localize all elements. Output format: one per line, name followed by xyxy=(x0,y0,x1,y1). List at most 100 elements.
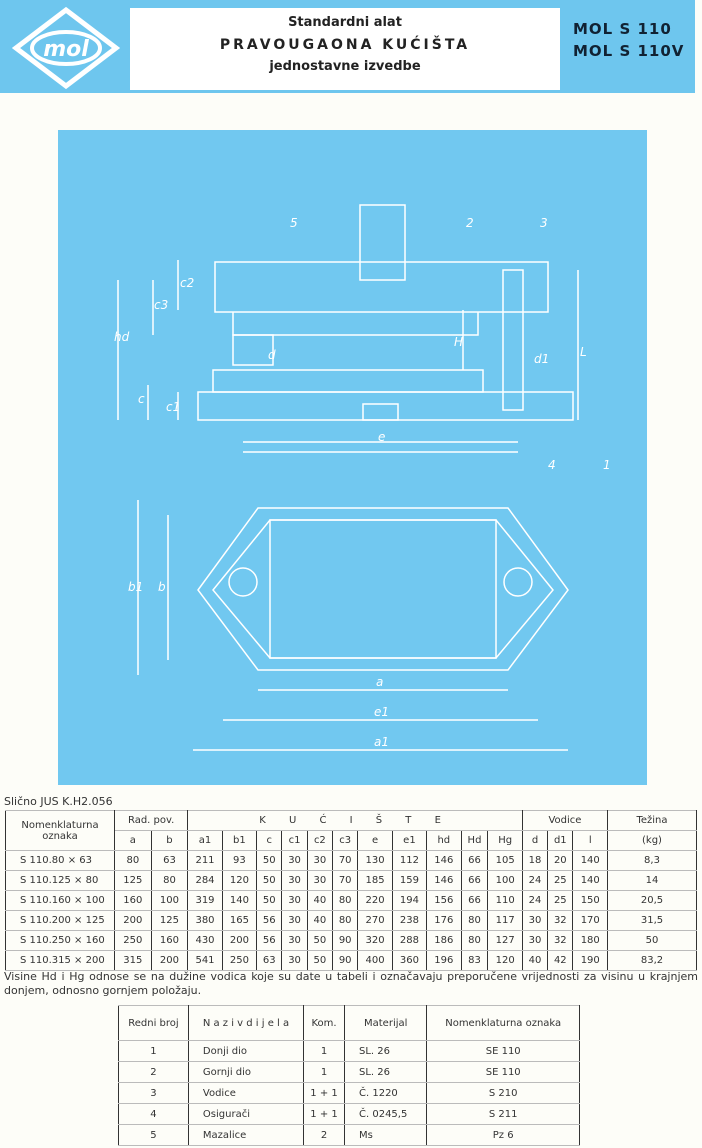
table-cell: 50 xyxy=(256,870,283,891)
parts-cell: SE 110 xyxy=(426,1040,580,1062)
table-cell: 40 xyxy=(306,910,334,931)
table-cell: 56 xyxy=(256,910,283,931)
table-cell: 176 xyxy=(426,910,462,931)
table-cell: 50 xyxy=(306,950,334,971)
table-cell: 156 xyxy=(426,890,462,911)
subheader-12: Hg xyxy=(487,830,523,851)
table-cell: 185 xyxy=(357,870,393,891)
title-line1: Standardni alat xyxy=(288,15,402,30)
table-cell: 110 xyxy=(487,890,523,911)
table-cell: 25 xyxy=(547,870,574,891)
product-codes: MOL S 110 MOL S 110V xyxy=(573,18,684,62)
label-part-3: 3 xyxy=(540,216,548,230)
technical-drawing: 5 2 3 4 1 c3 c2 hd c c1 H L d d1 e b1 b … xyxy=(58,130,647,785)
label-c: c xyxy=(138,392,145,406)
mol-logo: mol xyxy=(12,6,120,90)
parts-cell: SL. 26 xyxy=(343,1040,428,1062)
table-cell: 80 xyxy=(114,850,152,871)
title-line3: jednostavne izvedbe xyxy=(269,59,421,74)
table-cell: 400 xyxy=(357,950,393,971)
subheader-5: c1 xyxy=(281,830,308,851)
parts-cell: Gornji dio xyxy=(187,1061,305,1083)
table-cell: 93 xyxy=(221,850,258,871)
table-cell: 90 xyxy=(332,930,359,951)
table-cell: S 110.250 × 160 xyxy=(5,930,115,951)
table-cell: 30 xyxy=(281,910,308,931)
parts-cell: 1 xyxy=(118,1040,189,1062)
parts-cell: Pz 6 xyxy=(426,1124,580,1146)
label-part-5: 5 xyxy=(290,216,298,230)
label-L: L xyxy=(580,345,587,359)
table-cell: 66 xyxy=(460,890,489,911)
label-a: a xyxy=(376,675,384,689)
subheader-4: c xyxy=(256,830,283,851)
table-cell: 120 xyxy=(221,870,258,891)
table-cell: 50 xyxy=(256,850,283,871)
label-c1: c1 xyxy=(166,400,181,414)
table-cell: 100 xyxy=(487,870,523,891)
parts-cell: Ms xyxy=(343,1124,428,1146)
svg-text:mol: mol xyxy=(43,37,89,62)
table-cell: 30 xyxy=(521,910,549,931)
subheader-16: (kg) xyxy=(607,830,697,851)
table-cell: 30 xyxy=(281,850,308,871)
table-cell: 140 xyxy=(221,890,258,911)
table-cell: 20 xyxy=(547,850,574,871)
subheader-11: Hd xyxy=(460,830,489,851)
parts-header-0: Redni broj xyxy=(118,1005,189,1041)
table-cell: 200 xyxy=(221,930,258,951)
parts-cell: 1 xyxy=(303,1061,345,1083)
table-cell: 194 xyxy=(391,890,428,911)
subheader-10: hd xyxy=(426,830,462,851)
parts-cell: 1 + 1 xyxy=(303,1103,345,1125)
table-cell: 30 xyxy=(281,930,308,951)
header-rad: Rad. pov. xyxy=(113,810,189,831)
label-part-1: 1 xyxy=(603,458,611,472)
table-cell: S 110.160 × 100 xyxy=(5,890,115,911)
code-2: MOL S 110V xyxy=(573,42,685,60)
label-c3: c3 xyxy=(154,298,169,312)
parts-header-1: N a z i v d i j e l a xyxy=(187,1005,305,1041)
table-cell: 30 xyxy=(281,950,308,971)
table-cell: 30 xyxy=(521,930,549,951)
table-cell: 20,5 xyxy=(607,890,697,911)
table-cell: 32 xyxy=(547,910,574,931)
table-cell: 18 xyxy=(521,850,549,871)
title-line2: PRAVOUGAONA KUĆIŠTA xyxy=(219,37,471,53)
parts-cell: Donji dio xyxy=(187,1040,305,1062)
table-cell: 186 xyxy=(426,930,462,951)
table-cell: 70 xyxy=(332,850,359,871)
table-cell: 30 xyxy=(281,890,308,911)
parts-cell: Osigurači xyxy=(187,1103,305,1125)
table-cell: 50 xyxy=(306,930,334,951)
table-cell: 140 xyxy=(572,870,608,891)
table-cell: S 110.80 × 63 xyxy=(5,850,115,871)
table-cell: 14 xyxy=(607,870,697,891)
label-e1: e1 xyxy=(374,705,390,719)
table-cell: 160 xyxy=(114,890,152,911)
table-cell: 150 xyxy=(572,890,608,911)
table-cell: 50 xyxy=(607,930,697,951)
table-cell: 200 xyxy=(114,910,152,931)
table-cell: 117 xyxy=(487,910,523,931)
label-d: d xyxy=(268,348,276,362)
table-cell: 170 xyxy=(572,910,608,931)
table-cell: 288 xyxy=(391,930,428,951)
table-cell: 320 xyxy=(357,930,393,951)
table-cell: 80 xyxy=(150,870,189,891)
table-cell: 80 xyxy=(460,930,489,951)
label-e: e xyxy=(378,430,386,444)
table-cell: 66 xyxy=(460,870,489,891)
table-cell: 30 xyxy=(306,870,334,891)
table-cell: 180 xyxy=(572,930,608,951)
table-cell: 159 xyxy=(391,870,428,891)
label-b: b xyxy=(158,580,166,594)
table-cell: S 110.125 × 80 xyxy=(5,870,115,891)
table-cell: 56 xyxy=(256,930,283,951)
